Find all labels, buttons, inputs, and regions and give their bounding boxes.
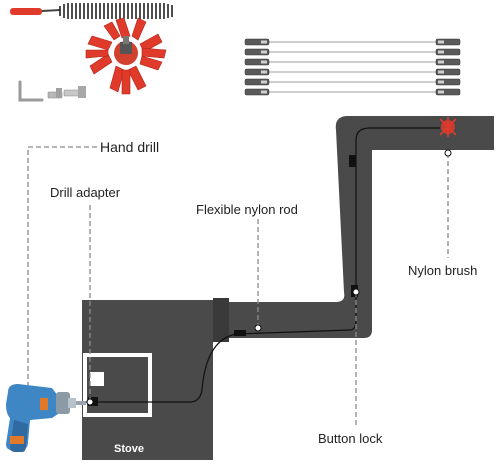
rod-connector-band	[261, 80, 267, 84]
button-lock-label: Button lock	[318, 431, 383, 446]
rod-connector-band	[261, 50, 267, 54]
rod-path	[72, 127, 440, 403]
flexible-nylon-rod-label: Flexible nylon rod	[196, 202, 298, 217]
nylon-brush-icon	[439, 117, 457, 137]
nylon-rod-marker	[254, 324, 262, 332]
long-brush-icon	[10, 3, 173, 19]
hand-drill-label: Hand drill	[100, 139, 159, 155]
drill-adapter-marker	[86, 398, 94, 406]
rod-connector-band	[261, 70, 267, 74]
hand-drill-icon	[6, 384, 86, 452]
rod-connector-band	[438, 50, 444, 54]
rod-connector-band	[438, 80, 444, 84]
pipe-collar	[213, 298, 229, 342]
drill-adapter-label: Drill adapter	[50, 185, 121, 200]
allen-key-icon	[18, 80, 44, 102]
rod-connector-band	[438, 90, 444, 94]
stove-label: Stove	[114, 443, 144, 455]
stove: Stove	[82, 300, 213, 460]
stove-door	[83, 353, 152, 417]
nylon-brush-label: Nylon brush	[408, 263, 477, 278]
screw-set-icon	[47, 86, 86, 99]
nylon-brush-marker	[444, 149, 452, 157]
button-lock-marker	[352, 288, 360, 296]
rod-connector-band	[261, 90, 267, 94]
nylon-brush-head-icon	[85, 17, 167, 95]
nylon-rod-bundle	[244, 38, 461, 96]
hand-drill-leader	[27, 146, 97, 390]
stove-door-window	[90, 372, 104, 386]
rod-connector-band	[261, 60, 267, 64]
rod-joint-1	[234, 330, 246, 336]
rod-connector-band	[438, 70, 444, 74]
vent-pipe	[213, 116, 494, 342]
rod-joint-3	[349, 155, 356, 167]
rod-connector-band	[438, 60, 444, 64]
rod-connector-band	[438, 40, 444, 44]
rod-connector-band	[261, 40, 267, 44]
